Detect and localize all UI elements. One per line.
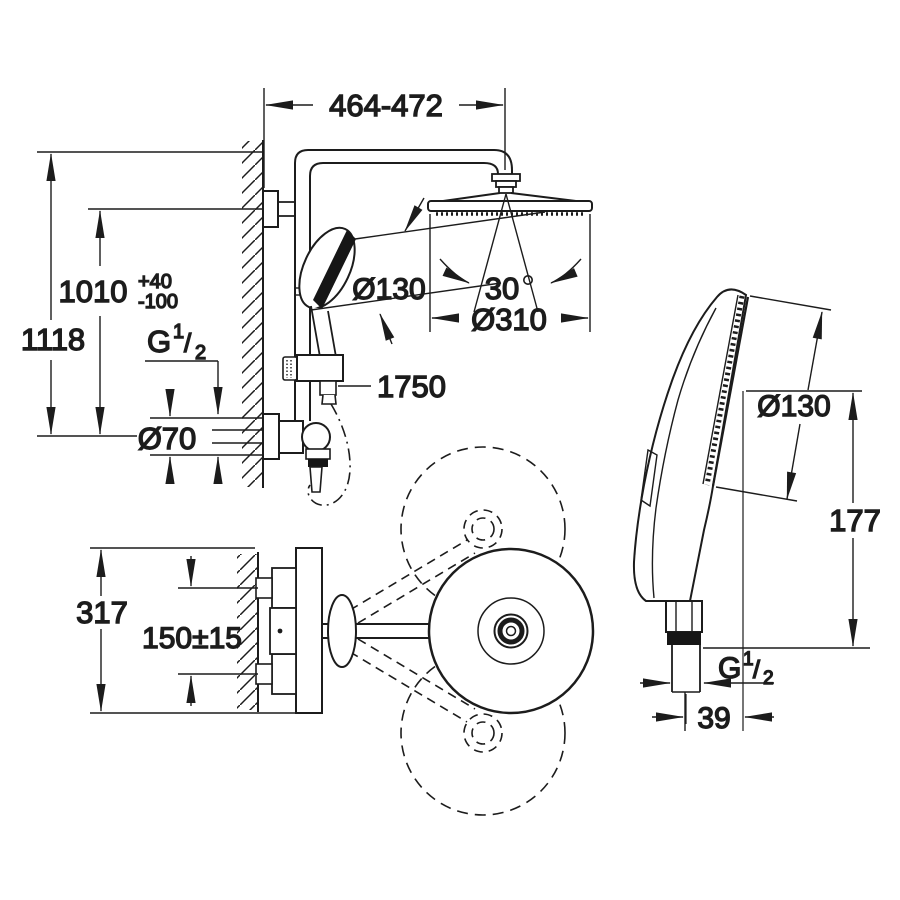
dim-holder-tol-minus: -100 [138,291,178,313]
hose-nut [665,600,703,633]
dim-handshower-label: Ø130 [352,273,425,306]
degree-symbol [522,274,533,285]
dim-top-span: 464-472 [263,87,506,188]
detail-spray-face [711,296,750,487]
dim-detail-offset: 39 [652,692,774,736]
head-shower-plan-circle [427,547,595,715]
elevation-view [212,140,593,506]
dim-handshower-dia: Ø130 [310,197,546,345]
dim-holder-tol-plus: +40 [138,271,172,293]
dim-detail-offset-label: 39 [697,702,730,735]
dim-escutcheon-dia: Ø70 [137,389,263,484]
dim-swivel-angle: 30 [439,193,582,313]
shower-hose [307,403,351,506]
supply-thread-text: G 1 / 2 [147,321,206,364]
hand-shower-detail-body [632,288,750,724]
dim-supply-spacing: 150±15 [141,556,258,706]
dim-swivel-angle-label: 30 [485,271,519,306]
wall-bracket [262,190,296,228]
swivel-arm-solid [321,547,595,715]
wall-section-upper [242,140,264,488]
detail-dimensions: Ø130 177 G 1 / 2 39 [640,295,882,736]
detail-spray-nozzles [704,295,745,486]
dim-detail-thread: G 1 / 2 [640,648,774,690]
dim-holder-height: 1010 +40 -100 [58,208,262,435]
hand-shower-clip [640,448,658,508]
dim-detail-height: 177 [703,390,882,731]
dim-supply-spacing-label: 150±15 [142,622,242,655]
label-supply-thread: G 1 / 2 [145,320,223,415]
dim-detail-height-label: 177 [829,503,881,538]
dim-top-span-label: 464-472 [329,88,443,123]
plan-dimensions: 317 150±15 [75,547,320,714]
rail-holder [282,354,344,405]
dim-body-height: 317 [75,547,320,714]
dim-hose-length-label: 1750 [377,369,446,404]
dim-headshower-dia: Ø310 [429,214,591,338]
thermostat-valve [212,413,331,493]
hand-shower [298,226,356,358]
dim-headshower-label: Ø310 [471,302,547,337]
dim-overall-height: 1118 [20,151,262,437]
dim-detail-dia-label: Ø130 [757,390,830,423]
elevation-dimensions: 464-472 1118 1010 +40 -100 G 1 / 2 [20,87,591,484]
dim-hose-length: 1750 [338,368,447,405]
dim-detail-dia: Ø130 [715,295,831,502]
valve-body-section [255,547,323,714]
hand-shower-spray-face [313,230,356,309]
dim-escutcheon-label: Ø70 [138,421,197,456]
handshower-detail-view [632,288,750,724]
dim-body-height-label: 317 [76,595,128,630]
dim-holder-height-label: 1010 [59,274,128,309]
plan-view [237,446,595,816]
dim-overall-height-label: 1118 [21,322,85,357]
